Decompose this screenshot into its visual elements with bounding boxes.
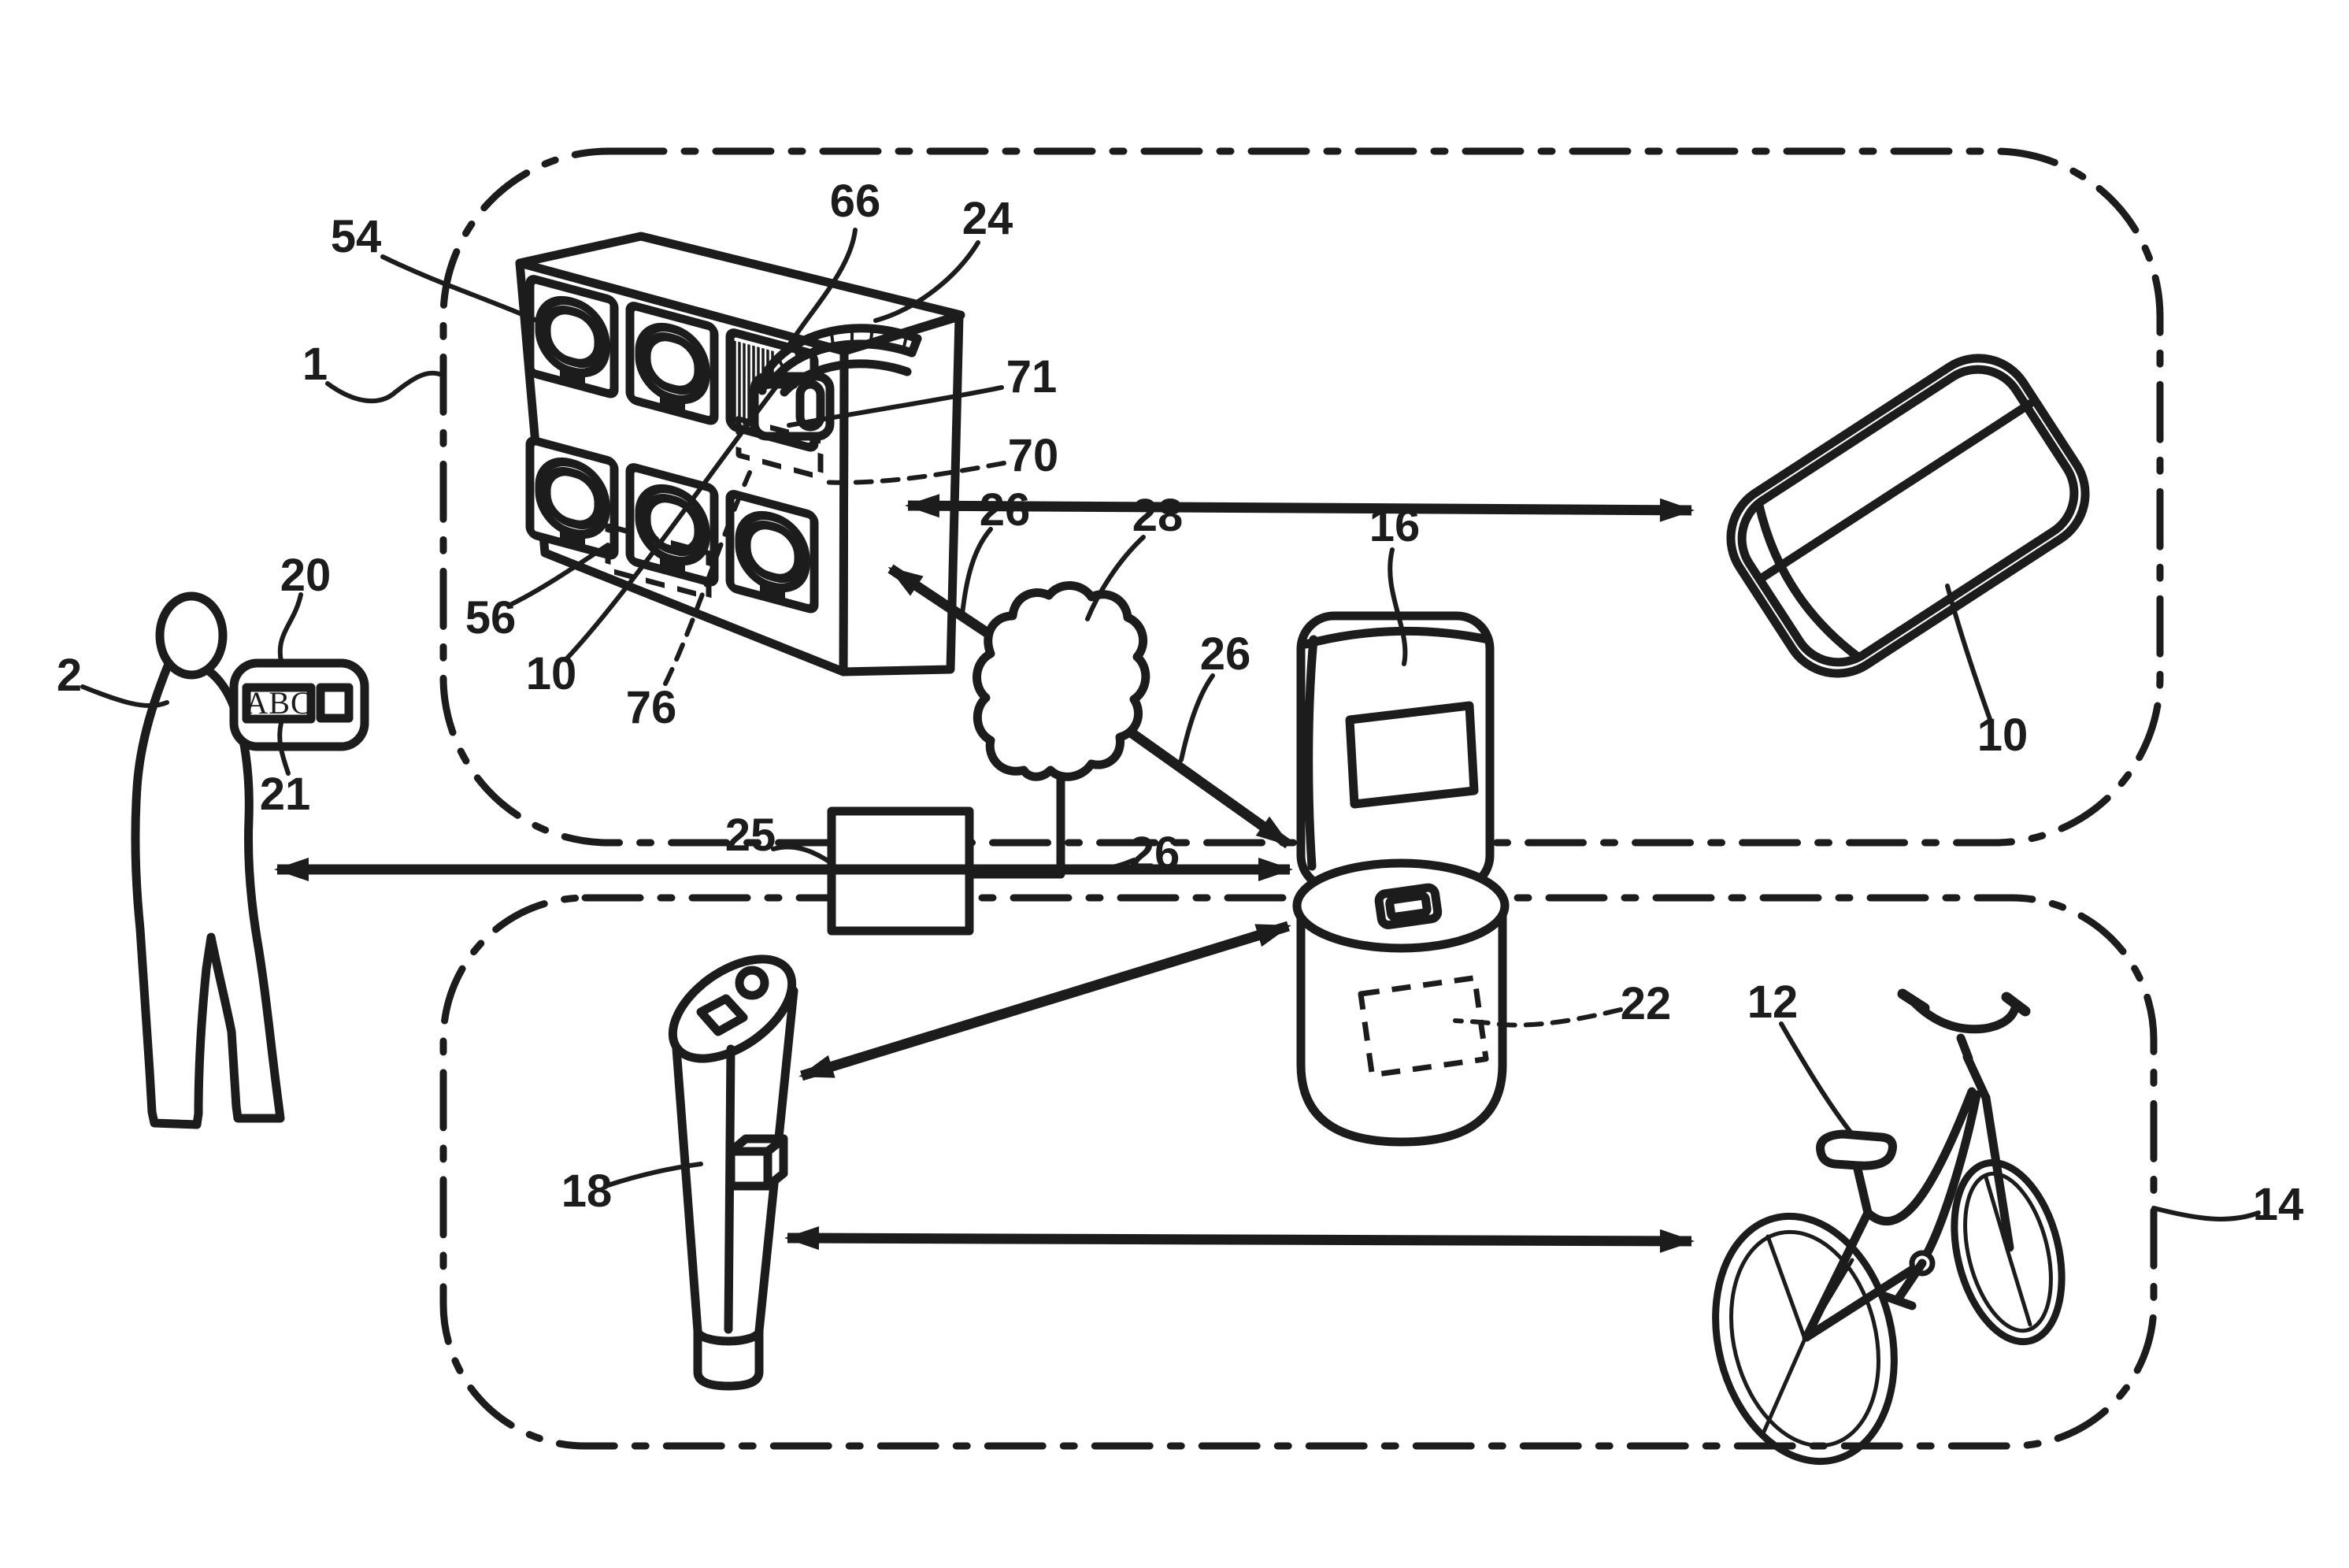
server-wire [965, 769, 1065, 879]
arrow-station-battery [905, 494, 1695, 522]
rear-wheel [1712, 1212, 1898, 1466]
bollard-latch [726, 1134, 788, 1191]
label-terminal: 16 [1369, 500, 1421, 551]
leader-system [325, 370, 446, 404]
leader-user [80, 684, 169, 709]
label-lower-tag: 56 [465, 592, 517, 643]
leader-terminal [1388, 547, 1408, 666]
leader-card-code [277, 721, 291, 776]
charging-slot-2 [625, 302, 719, 425]
label-battery-pack: 10 [1977, 710, 2029, 761]
network-cloud [973, 581, 1150, 781]
leader-server [771, 844, 834, 866]
label-indicator: 70 [1008, 430, 1059, 481]
leader-battery-pack [1945, 584, 1993, 724]
front-wheel [1951, 1158, 2066, 1346]
bollard [668, 955, 798, 1391]
label-user: 2 [57, 650, 82, 701]
charging-slot-4 [525, 436, 619, 560]
zone-top-boundary [439, 147, 2164, 847]
leader-bollard [606, 1162, 703, 1188]
leader-terminal-tag [1453, 1007, 1623, 1028]
bollard-lock-hole [735, 966, 769, 1000]
arrow-bollard-bicycle [784, 1226, 1695, 1253]
label-link-terminal: 26 [1200, 628, 1251, 680]
leader-station-tag [663, 470, 752, 686]
card-chip [316, 683, 354, 723]
label-cloud: 28 [1132, 490, 1184, 541]
label-server: 25 [725, 810, 776, 861]
leader-lid [787, 228, 858, 347]
leader-card [277, 592, 303, 664]
label-housing: 24 [962, 193, 1013, 244]
leader-link-server [1066, 858, 1136, 873]
label-terminal-tag: 22 [1621, 978, 1672, 1029]
terminal-tag-area [1358, 975, 1489, 1078]
card-code-box [242, 683, 316, 724]
person-figure [131, 591, 285, 1129]
label-bollard: 18 [561, 1166, 613, 1217]
card-code-text: ABC [245, 685, 312, 721]
leader-slot [380, 254, 548, 327]
leader-indicator [818, 461, 1006, 485]
label-link-station: 26 [980, 484, 1031, 536]
label-lid: 66 [830, 176, 881, 227]
bollard-slot [696, 994, 748, 1036]
leader-link-terminal [1179, 673, 1215, 762]
handlebar [1907, 995, 2021, 1034]
station-lower-rect [605, 523, 712, 600]
bicycle-seat [1816, 1129, 1897, 1170]
label-inserted-battery: 71 [1006, 351, 1058, 402]
bicycle [1712, 988, 2066, 1466]
leader-housing [873, 240, 980, 323]
label-card: 20 [280, 550, 332, 601]
slot-indicator-rect [735, 416, 824, 480]
leader-inserted-battery [787, 385, 1004, 428]
charging-slot-1 [525, 275, 619, 398]
charging-slot-6 [725, 490, 819, 613]
battery-station [515, 232, 965, 677]
leader-link-station [960, 527, 993, 616]
arrow-cloud-terminal [1106, 712, 1291, 849]
leader-zone [2151, 1206, 2261, 1221]
label-slot: 54 [331, 211, 382, 262]
mobile-terminal [1292, 611, 1510, 1147]
leader-lower-tag [508, 543, 610, 607]
terminal-keypad [1374, 883, 1443, 929]
slot-lid [763, 324, 922, 397]
label-link-server: 26 [1129, 828, 1180, 879]
label-bicycle: 12 [1747, 977, 1799, 1028]
label-battery-station: 10 [526, 648, 577, 699]
label-station-tag: 76 [626, 682, 677, 733]
battery-pack [1726, 354, 2090, 678]
label-system: 1 [302, 339, 328, 390]
leader-cloud [1085, 535, 1146, 621]
label-zone: 14 [2253, 1179, 2304, 1230]
leader-battery-station [563, 385, 778, 662]
label-card-code: 21 [260, 769, 311, 820]
leader-bicycle [1779, 1021, 1854, 1136]
arrow-bollard-terminal [798, 921, 1291, 1081]
id-card: ABC [229, 658, 369, 751]
terminal-screen [1345, 701, 1479, 809]
